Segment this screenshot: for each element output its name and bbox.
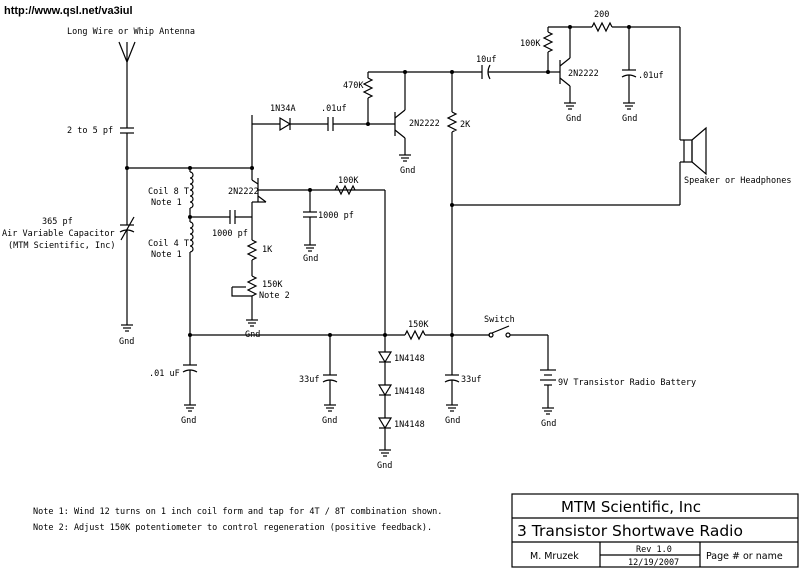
resistor-1k (246, 239, 258, 276)
coil4-note: Note 1 (151, 250, 182, 260)
page-name: Page # or name (706, 551, 783, 562)
resistor-470k (362, 72, 374, 124)
potentiometer-150k (231, 275, 258, 320)
gnd-label: Gnd (400, 166, 415, 176)
node-dot (366, 122, 370, 126)
capacitor-01c-label: .01uf (638, 71, 664, 81)
variable-capacitor (119, 168, 135, 325)
note-1: Note 1: Wind 12 turns on 1 inch coil for… (33, 507, 442, 517)
capacitor-1000pf (303, 190, 317, 252)
node-dot (383, 333, 387, 337)
diode-1n34a (252, 116, 328, 132)
capacitor-33uf-a (322, 335, 338, 412)
node-dot (308, 188, 312, 192)
node-dot (250, 166, 254, 170)
gnd-label: Gnd (622, 114, 637, 124)
bypass-capacitor-label: .01 uF (149, 369, 180, 379)
battery-symbol (540, 369, 556, 415)
gnd-label: Gnd (322, 416, 337, 426)
diode-chain (377, 351, 393, 457)
capacitor-33uf-b (444, 374, 460, 412)
resistor-200-label: 200 (594, 10, 609, 20)
transistor-q3 (548, 27, 571, 103)
url-label: http://www.qsl.net/va3iul (4, 5, 133, 17)
gnd-label: Gnd (181, 416, 196, 426)
diode-4-label: 1N4148 (394, 420, 425, 430)
diode-2-label: 1N4148 (394, 354, 425, 364)
node-dot (568, 25, 572, 29)
revision: Rev 1.0 (636, 545, 672, 555)
antenna-capacitor-label: 2 to 5 pf (67, 126, 113, 136)
coil8-label: Coil 8 T (148, 187, 189, 197)
vc-label-2: Air Variable Capacitor (2, 229, 115, 239)
note-2: Note 2: Adjust 150K potentiometer to con… (33, 523, 432, 533)
transistor-q1 (251, 115, 385, 203)
speaker-symbol (452, 126, 707, 206)
vc-label-3: (MTM Scientific, Inc) (8, 241, 115, 251)
gnd-label: Gnd (377, 461, 392, 471)
company-name: MTM Scientific, Inc (561, 498, 701, 516)
coupling-capacitor-01 (327, 117, 395, 131)
capacitor-33uf-b-label: 33uf (461, 375, 481, 385)
resistor-150k-label: 150K (408, 320, 429, 330)
q2-label: 2N2222 (409, 119, 440, 129)
pot-label: 150K (262, 280, 283, 290)
capacitor-33uf-a-label: 33uf (299, 375, 319, 385)
bypass-capacitor (182, 364, 198, 412)
antenna-label: Long Wire or Whip Antenna (67, 27, 195, 37)
switch-label: Switch (484, 315, 515, 325)
author-name: M. Mruzek (530, 551, 579, 562)
resistor-100k-a-label: 100K (338, 176, 359, 186)
gnd-label: Gnd (541, 419, 556, 429)
capacitor-01c (621, 27, 637, 110)
resistor-100k-b-label: 100K (520, 39, 541, 49)
resistor-100k-b (542, 27, 554, 72)
feedback-capacitor-label: 1000 pf (212, 229, 248, 239)
schematic-title: 3 Transistor Shortwave Radio (517, 522, 743, 540)
title-block (511, 493, 799, 568)
ground-symbol (564, 102, 576, 110)
antenna-capacitor (120, 127, 134, 168)
coil-inductor (189, 168, 194, 365)
capacitor-10uf-label: 10uf (476, 55, 496, 65)
pot-note: Note 2 (259, 291, 290, 301)
resistor-200 (591, 21, 681, 140)
gnd-label: Gnd (566, 114, 581, 124)
date: 12/19/2007 (628, 558, 679, 568)
ground-symbol (399, 154, 411, 162)
diode-3-label: 1N4148 (394, 387, 425, 397)
gnd-label: Gnd (119, 337, 134, 347)
resistor-470k-label: 470K (343, 81, 364, 91)
speaker-label: Speaker or Headphones (684, 176, 791, 186)
vc-label-1: 365 pf (42, 217, 73, 227)
resistor-2k-label: 2K (460, 120, 471, 130)
transistor-q2 (394, 72, 406, 155)
resistor-150k (404, 329, 490, 341)
q1-label: 2N2222 (228, 187, 259, 197)
resistor-1k-label: 1K (262, 245, 273, 255)
battery-label: 9V Transistor Radio Battery (558, 378, 696, 388)
gnd-label: Gnd (445, 416, 460, 426)
ground-symbol (246, 319, 258, 327)
capacitor-1000pf-label: 1000 pf (318, 211, 354, 221)
switch-symbol (488, 325, 549, 370)
resistor-100k-a (334, 184, 386, 352)
node-dot (403, 70, 407, 74)
coupling-capacitor-01-label: .01uf (321, 104, 347, 114)
diode-1n34a-label: 1N34A (270, 104, 296, 114)
capacitor-10uf (481, 64, 548, 80)
q1-emitter-wire (251, 201, 266, 240)
coil4-label: Coil 4 T (148, 239, 189, 249)
feedback-capacitor (190, 210, 252, 224)
resistor-2k (446, 72, 458, 375)
antenna-symbol (118, 41, 136, 128)
gnd-label: Gnd (303, 254, 318, 264)
coil8-note: Note 1 (151, 198, 182, 208)
q3-label: 2N2222 (568, 69, 599, 79)
ground-symbol (121, 324, 133, 332)
